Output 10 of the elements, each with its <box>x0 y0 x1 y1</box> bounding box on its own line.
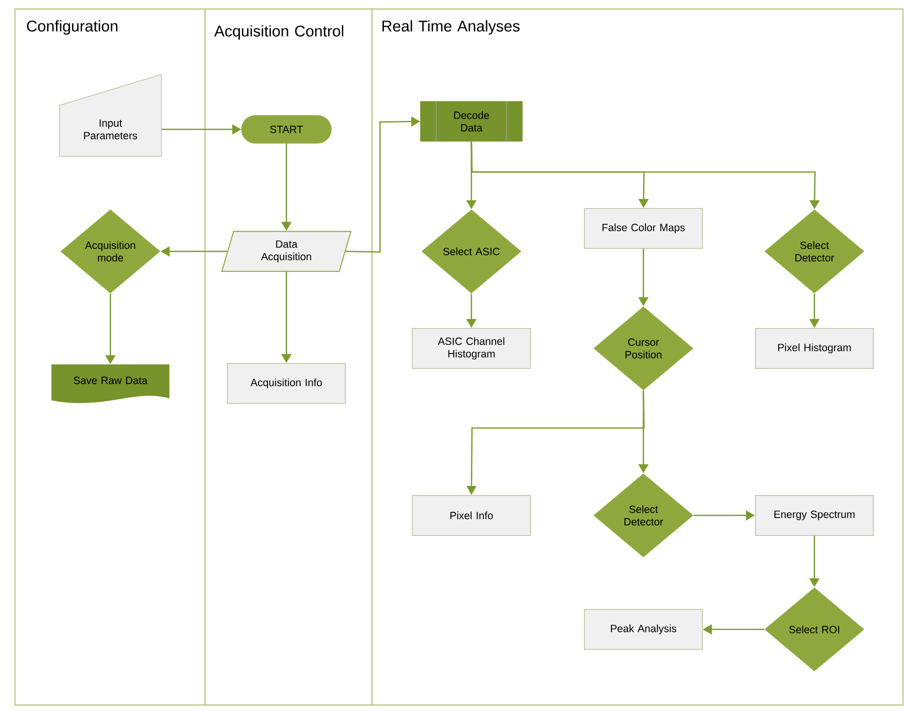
process-box: Energy Spectrum <box>754 494 874 536</box>
process-box: Pixel Info <box>412 494 531 536</box>
process-box: Pixel Histogram <box>754 328 874 369</box>
predefined-process-box: Decode Data <box>420 100 523 142</box>
process-box: Peak Analysis <box>584 608 703 650</box>
process-box: ASIC Channel Histogram <box>412 328 531 369</box>
process-box: False Color Maps <box>584 208 703 249</box>
process-box: Acquisition Info <box>226 362 346 404</box>
data-parallelogram: Data Acquisition <box>221 230 352 272</box>
start-terminal: START <box>241 115 332 144</box>
